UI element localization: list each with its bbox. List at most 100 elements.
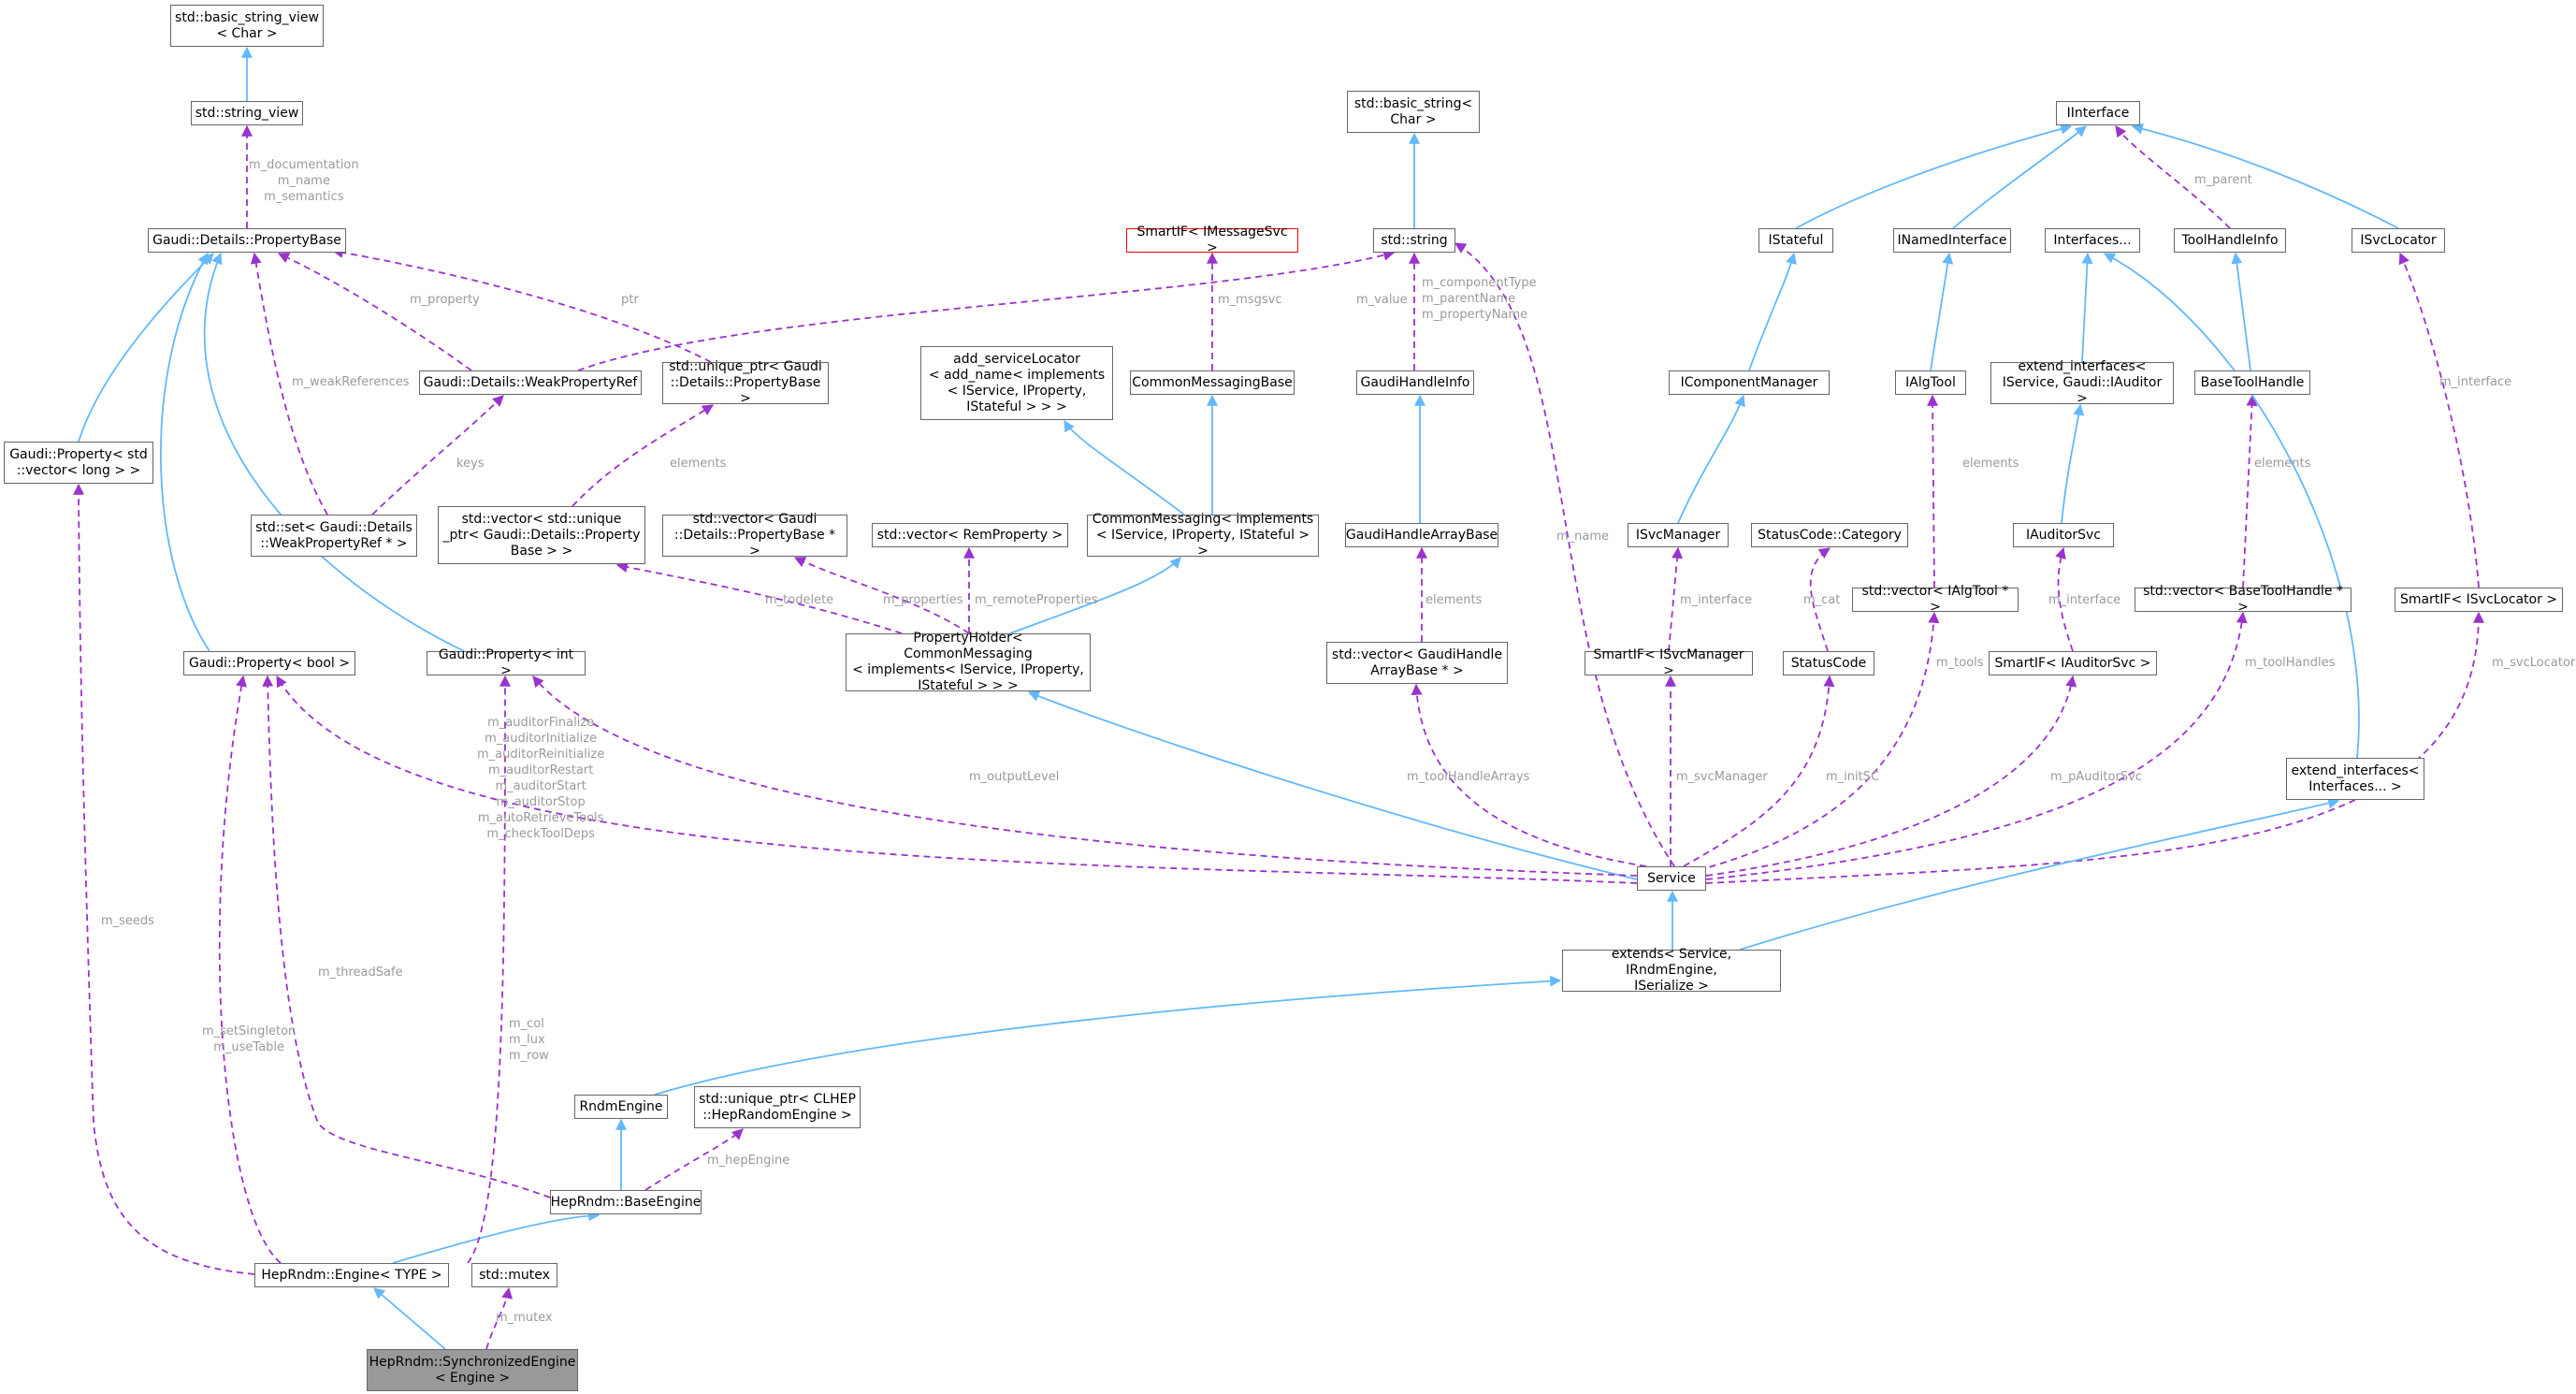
- edge-label-elements-alg-tool: elements: [1962, 457, 2019, 471]
- edge-label-m-interface-manager: m_interface: [1680, 593, 1753, 607]
- node-std-string[interactable]: std::string: [1373, 228, 1455, 253]
- edge-status-code-category: [1809, 547, 1831, 652]
- node-extend-interfaces-auditor[interactable]: extend_interfaces< IService, Gaudi::IAud…: [1990, 359, 2174, 406]
- edge-service-vector-base-tool: [1705, 611, 2248, 880]
- node-property-holder[interactable]: PropertyHolder< CommonMessaging < implem…: [846, 631, 1091, 693]
- edge-engine-property-int: [467, 675, 511, 1264]
- edge-vector-base-tool-handle: [2242, 394, 2258, 588]
- edge-label-m-value: m_value: [1356, 293, 1408, 307]
- edge-service-status-code: [1683, 675, 1835, 867]
- node-weak-property-ref[interactable]: Gaudi::Details::WeakPropertyRef: [419, 370, 642, 395]
- node-status-code[interactable]: StatusCode: [1783, 651, 1874, 675]
- node-istateful[interactable]: IStateful: [1758, 228, 1833, 253]
- edge-label-m-tool-handle-arrays: m_toolHandleArrays: [1407, 770, 1530, 784]
- node-std-mutex[interactable]: std::mutex: [471, 1263, 557, 1287]
- edge-icomponent-istateful: [1748, 252, 1797, 371]
- edge-unique-ptr-property-base: [331, 246, 712, 363]
- edge-engine-property-bool: [218, 675, 282, 1264]
- node-vector-unique-ptr-property[interactable]: std::vector< std::unique _ptr< Gaudi::De…: [438, 506, 645, 564]
- node-vector-property-base-ptr[interactable]: std::vector< Gaudi ::Details::PropertyBa…: [662, 512, 847, 559]
- edge-base-engine-property-bool: [262, 675, 551, 1198]
- edge-iauditor-extend: [2061, 403, 2085, 524]
- node-vector-rem-property[interactable]: std::vector< RemProperty >: [872, 523, 1068, 547]
- node-property-base[interactable]: Gaudi::Details::PropertyBase: [148, 228, 346, 253]
- edge-isvc-manager-icomponent: [1677, 394, 1745, 524]
- node-smartif-svc-locator[interactable]: SmartIF< ISvcLocator >: [2395, 588, 2563, 612]
- edge-service-smartif-svc-locator: [1705, 611, 2484, 884]
- node-isvc-manager[interactable]: ISvcManager: [1628, 523, 1729, 547]
- edge-sync-mutex: [485, 1286, 514, 1350]
- node-extend-interfaces-generic[interactable]: extend_interfaces< Interfaces... >: [2286, 758, 2424, 800]
- edge-label-m-tools: m_tools: [1936, 656, 1984, 670]
- node-gaudi-handle-info[interactable]: GaudiHandleInfo: [1356, 370, 1474, 395]
- edge-label-m-svc-locator: m_svcLocator: [2492, 656, 2576, 670]
- node-basic-string-char[interactable]: std::basic_string< Char >: [1347, 91, 1480, 133]
- node-vector-ialg-tool[interactable]: std::vector< IAlgTool * >: [1852, 584, 2019, 615]
- node-property-bool[interactable]: Gaudi::Property< bool >: [183, 651, 355, 675]
- node-inamed-interface[interactable]: INamedInterface: [1893, 228, 2011, 253]
- node-status-code-category[interactable]: StatusCode::Category: [1751, 523, 1908, 547]
- edge-service-vector-gaudi-handle: [1411, 683, 1647, 867]
- node-interfaces[interactable]: Interfaces...: [2045, 228, 2140, 253]
- edge-label-m-name: m_name: [1556, 530, 1610, 544]
- node-vector-base-tool-handle[interactable]: std::vector< BaseToolHandle * >: [2135, 584, 2352, 615]
- edge-sync-engine: [373, 1287, 446, 1350]
- edge-base-tool-handle-info: [2231, 252, 2251, 371]
- node-smartif-auditor-svc[interactable]: SmartIF< IAuditorSvc >: [1989, 651, 2157, 675]
- node-smartif-svc-manager[interactable]: SmartIF< ISvcManager >: [1585, 647, 1753, 678]
- edge-label-m-remote-properties: m_remoteProperties: [975, 593, 1098, 607]
- edge-extend-auditor-interfaces: [2081, 252, 2093, 363]
- edge-label-m-init-sc: m_initSC: [1826, 770, 1880, 784]
- node-set-weak-property-ref[interactable]: std::set< Gaudi::Details ::WeakPropertyR…: [251, 515, 417, 557]
- edge-weak-ref-std-string: [577, 249, 1396, 371]
- node-string-view[interactable]: std::string_view: [191, 101, 303, 125]
- node-ialg-tool[interactable]: IAlgTool: [1895, 370, 1966, 395]
- edge-label-m-svc-manager: m_svcManager: [1676, 770, 1768, 784]
- node-common-messaging[interactable]: CommonMessaging< implements < IService, …: [1087, 512, 1319, 559]
- edge-istateful-iinterface: [1795, 123, 2073, 229]
- edge-engine-base-engine: [392, 1210, 601, 1264]
- edge-label-m-interface-auditor: m_interface: [2048, 593, 2121, 607]
- node-base-tool-handle[interactable]: BaseToolHandle: [2194, 370, 2310, 395]
- edge-property-int-property-base: [203, 252, 465, 652]
- node-heprndm-synchronized-engine[interactable]: HepRndm::SynchronizedEngine < Engine >: [367, 1349, 578, 1391]
- edge-common-messaging-add-service-locator: [1064, 419, 1185, 515]
- node-extends-service[interactable]: extends< Service, IRndmEngine, ISerializ…: [1562, 947, 1781, 994]
- node-iinterface[interactable]: IInterface: [2056, 101, 2140, 125]
- edge-property-holder-vector-unique-ptr: [615, 561, 903, 634]
- edge-isvc-locator-iinterface: [2131, 123, 2399, 229]
- edge-rndm-engine-extends: [654, 975, 1562, 1096]
- node-add-service-locator[interactable]: add_serviceLocator < add_name< implement…: [920, 346, 1113, 420]
- node-gaudi-handle-array-base[interactable]: GaudiHandleArrayBase: [1345, 523, 1498, 547]
- edge-extends-service-extend-generic: [1739, 797, 2340, 951]
- edge-vector-long-property-base: [78, 253, 214, 443]
- node-heprndm-base-engine[interactable]: HepRndm::BaseEngine: [550, 1190, 702, 1214]
- node-property-int[interactable]: Gaudi::Property< int >: [427, 647, 586, 678]
- edge-label-m-weak-references: m_weakReferences: [292, 375, 410, 389]
- node-iauditor-svc[interactable]: IAuditorSvc: [2013, 523, 2114, 547]
- node-unique-ptr-property-base[interactable]: std::unique_ptr< Gaudi ::Details::Proper…: [662, 359, 829, 406]
- edge-label-ptr: ptr: [621, 293, 639, 307]
- node-rndm-engine[interactable]: RndmEngine: [574, 1095, 668, 1119]
- node-vector-gaudi-handle-array-base[interactable]: std::vector< GaudiHandle ArrayBase * >: [1326, 642, 1508, 684]
- edge-smartif-auditor-iauditor: [2055, 546, 2074, 652]
- edge-set-property-base: [250, 252, 328, 515]
- edge-label-m-set-singleton: m_setSingleton m_useTable: [202, 1024, 297, 1054]
- node-icomponent-manager[interactable]: IComponentManager: [1669, 370, 1830, 395]
- node-smartif-messagesvc[interactable]: SmartIF< IMessageSvc >: [1126, 225, 1298, 255]
- node-heprndm-engine-type[interactable]: HepRndm::Engine< TYPE >: [254, 1263, 449, 1287]
- node-unique-ptr-hep-random-engine[interactable]: std::unique_ptr< CLHEP ::HepRandomEngine…: [694, 1086, 861, 1128]
- edge-base-engine-unique-ptr: [644, 1128, 744, 1191]
- node-isvc-locator[interactable]: ISvcLocator: [2352, 228, 2445, 253]
- edge-label-m-todelete: m_todelete: [765, 593, 834, 607]
- edge-set-weak-ref: [371, 395, 504, 515]
- node-basic-string-view[interactable]: std::basic_string_view < Char >: [170, 5, 324, 47]
- edge-label-m-properties: m_properties: [883, 593, 963, 607]
- node-tool-handle-info[interactable]: ToolHandleInfo: [2174, 228, 2286, 253]
- node-property-vector-long[interactable]: Gaudi::Property< std ::vector< long > >: [4, 442, 153, 484]
- node-common-messaging-base[interactable]: CommonMessagingBase: [1130, 370, 1295, 395]
- node-service[interactable]: Service: [1637, 866, 1706, 891]
- edge-label-m-seeds: m_seeds: [101, 914, 154, 928]
